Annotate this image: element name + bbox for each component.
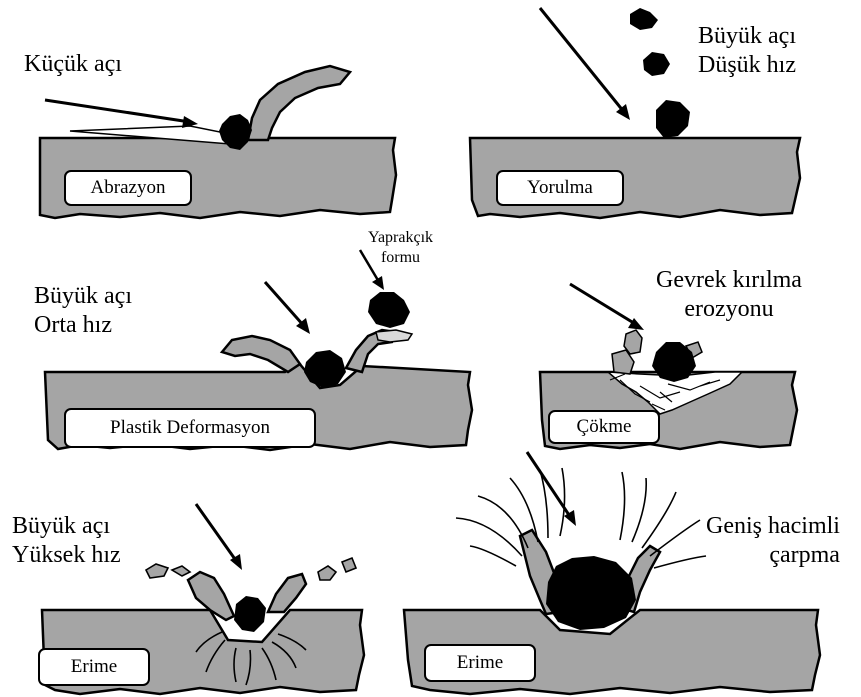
caption-yorulma: Büyük açı Düşük hız xyxy=(698,22,796,81)
impact-particle xyxy=(656,100,690,138)
caption-line: Küçük açı xyxy=(24,50,122,79)
lip-deformation xyxy=(248,66,350,140)
caption-line: Büyük açı xyxy=(12,512,121,541)
note-yaprakcik: Yaprakçık formu xyxy=(368,228,433,267)
impact-arrow xyxy=(540,8,624,112)
falling-particle xyxy=(643,52,670,76)
caption-line: Orta hız xyxy=(34,311,132,340)
caption-line: Yüksek hız xyxy=(12,541,121,570)
caption-cokme: Gevrek kırılma erozyonu xyxy=(656,266,802,325)
impact-arrow xyxy=(196,504,237,562)
label-plastik-deformasyon: Plastik Deformasyon xyxy=(64,408,316,448)
ejected-droplet xyxy=(172,566,190,576)
caption-line: Büyük açı xyxy=(698,22,796,51)
ejected-droplet xyxy=(318,566,336,580)
impact-particle xyxy=(546,556,636,630)
caption-line: çarpma xyxy=(706,541,840,570)
label-cokme: Çökme xyxy=(548,410,660,444)
caption-line: Gevrek kırılma xyxy=(656,266,802,295)
label-erime-2: Erime xyxy=(424,644,536,682)
lip-deformation xyxy=(222,336,300,372)
impact-arrow xyxy=(265,282,304,326)
spray-lines xyxy=(456,468,706,568)
note-line: formu xyxy=(368,248,433,268)
label-yorulma: Yorulma xyxy=(496,170,624,206)
falling-particle xyxy=(630,8,658,30)
caption-plastik: Büyük açı Orta hız xyxy=(34,282,132,341)
detached-platelet xyxy=(376,330,412,342)
label-erime-1: Erime xyxy=(38,648,150,686)
ejected-droplet xyxy=(342,558,356,572)
impact-arrow xyxy=(45,100,190,122)
impact-particle xyxy=(234,596,266,632)
label-abrazyon: Abrazyon xyxy=(64,170,192,206)
note-line: Yaprakçık xyxy=(368,228,433,248)
ejected-droplet xyxy=(146,564,168,578)
caption-abrazyon: Küçük açı xyxy=(24,50,122,79)
caption-erime-1: Büyük açı Yüksek hız xyxy=(12,512,121,571)
caption-line: Büyük açı xyxy=(34,282,132,311)
caption-line: erozyonu xyxy=(656,295,802,324)
caption-line: Geniş hacimli xyxy=(706,512,840,541)
lip-deformation xyxy=(268,574,306,612)
platelet-particle xyxy=(368,292,410,328)
impact-arrow xyxy=(570,284,637,325)
caption-line: Düşük hız xyxy=(698,51,796,80)
caption-erime-2: Geniş hacimli çarpma xyxy=(706,512,840,571)
